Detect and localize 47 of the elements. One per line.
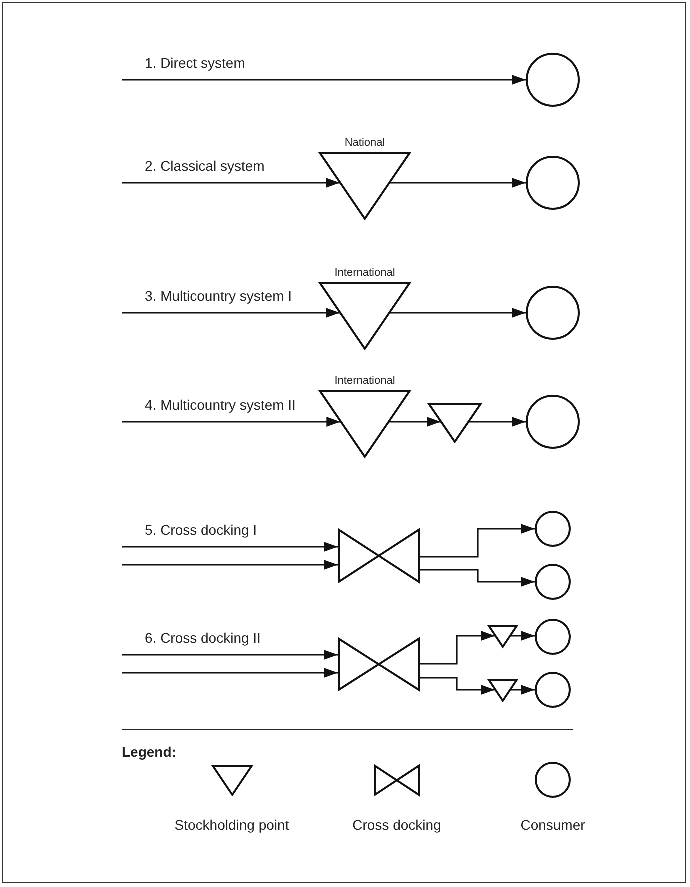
legend-label: Stockholding point xyxy=(174,817,290,833)
edge-label: 3. Multicountry system I xyxy=(145,288,292,304)
legend-label: Cross docking xyxy=(352,817,442,833)
arrow xyxy=(390,178,526,188)
consumer-circle xyxy=(535,672,571,708)
stockholding-triangle xyxy=(488,625,518,648)
arrow xyxy=(389,417,441,427)
arrow xyxy=(420,569,535,587)
cross-docking-bowtie xyxy=(338,638,420,691)
arrow xyxy=(420,524,535,558)
arrow xyxy=(420,631,496,665)
arrow xyxy=(510,685,535,695)
consumer-circle xyxy=(526,156,580,210)
consumer-circle xyxy=(526,286,580,340)
legend-label: Consumer xyxy=(520,817,586,833)
consumer-circle xyxy=(535,511,571,547)
stockholding-triangle xyxy=(428,403,482,443)
consumer-circle xyxy=(535,564,571,600)
legend-heading: Legend: xyxy=(122,744,176,760)
arrow xyxy=(122,308,340,318)
edge-label: 5. Cross docking I xyxy=(145,522,258,538)
arrow xyxy=(122,75,526,85)
edge-label: 2. Classical system xyxy=(145,158,265,174)
arrow xyxy=(420,677,496,695)
consumer-circle xyxy=(526,53,580,107)
stockholding-triangle xyxy=(319,390,411,458)
arrow xyxy=(469,417,526,427)
node-caption: International xyxy=(334,267,396,279)
node-caption: National xyxy=(344,137,386,149)
stockholding-triangle xyxy=(488,679,518,702)
arrow xyxy=(390,308,526,318)
arrow xyxy=(122,417,341,427)
stockholding-triangle xyxy=(319,152,411,220)
arrow xyxy=(122,650,338,660)
consumer-circle xyxy=(526,395,580,449)
edge-label: 1. Direct system xyxy=(145,55,246,71)
arrow xyxy=(122,542,338,552)
arrow xyxy=(510,631,536,641)
stockholding-triangle xyxy=(319,282,411,350)
consumer-circle xyxy=(535,619,571,655)
arrow xyxy=(122,560,338,570)
arrow xyxy=(122,178,340,188)
node-caption: International xyxy=(334,375,396,387)
edge-label: 4. Multicountry system II xyxy=(145,397,296,413)
edge-label: 6. Cross docking II xyxy=(145,630,261,646)
cross-docking-bowtie xyxy=(338,529,420,583)
arrow xyxy=(122,668,338,678)
